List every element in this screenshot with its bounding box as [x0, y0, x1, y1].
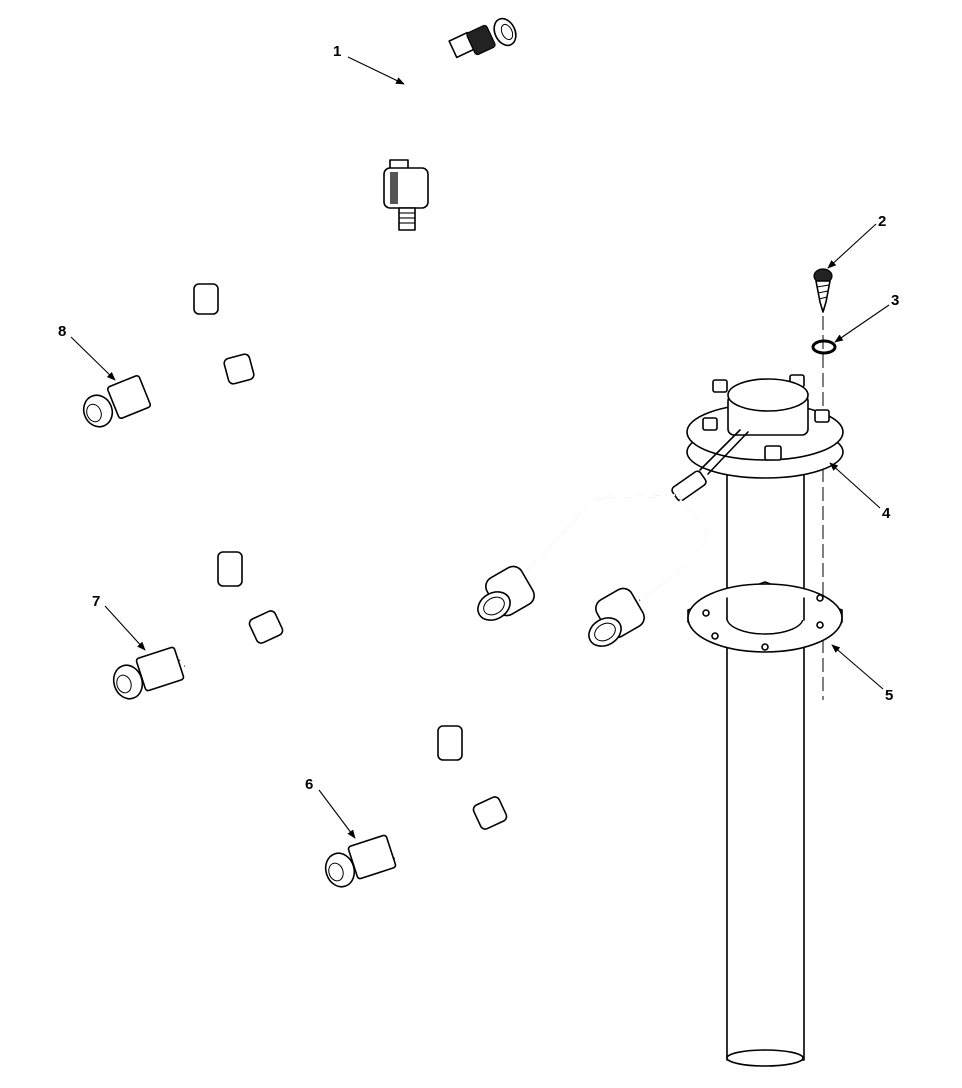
harness-connector-right: [588, 587, 645, 647]
callout-2: 2: [878, 213, 886, 230]
part-5-gasket: [687, 581, 843, 653]
callout-7: 7: [92, 593, 100, 610]
part-1-cable-sensor: [383, 17, 517, 231]
part-2-screw: [813, 268, 833, 313]
callout-1: 1: [333, 43, 341, 60]
callout-4-leader: [829, 462, 881, 509]
callout-8: 8: [58, 323, 66, 340]
part-8-sensor: [82, 283, 255, 428]
part-7-sensor: [112, 551, 284, 700]
part-1-connector: [448, 17, 517, 59]
sender-harness: [477, 470, 708, 647]
callout-6: 6: [305, 776, 313, 793]
harness-connector-left: [477, 565, 535, 621]
callout-6-leader: [318, 789, 356, 839]
callout-3-leader: [834, 304, 890, 343]
callout-3: 3: [891, 292, 899, 309]
callout-4: 4: [882, 505, 891, 522]
callout-5: 5: [885, 687, 893, 704]
part-6-sensor: [324, 725, 508, 888]
callout-7-leader: [104, 605, 146, 651]
part-3-washer: [811, 339, 837, 355]
part-4-sender-head: [686, 374, 844, 479]
sender-tube: [726, 429, 805, 1067]
callout-1-leader: [347, 56, 405, 85]
callout-8-leader: [70, 336, 116, 381]
callout-5-leader: [831, 644, 884, 690]
callout-2-leader: [827, 223, 877, 269]
